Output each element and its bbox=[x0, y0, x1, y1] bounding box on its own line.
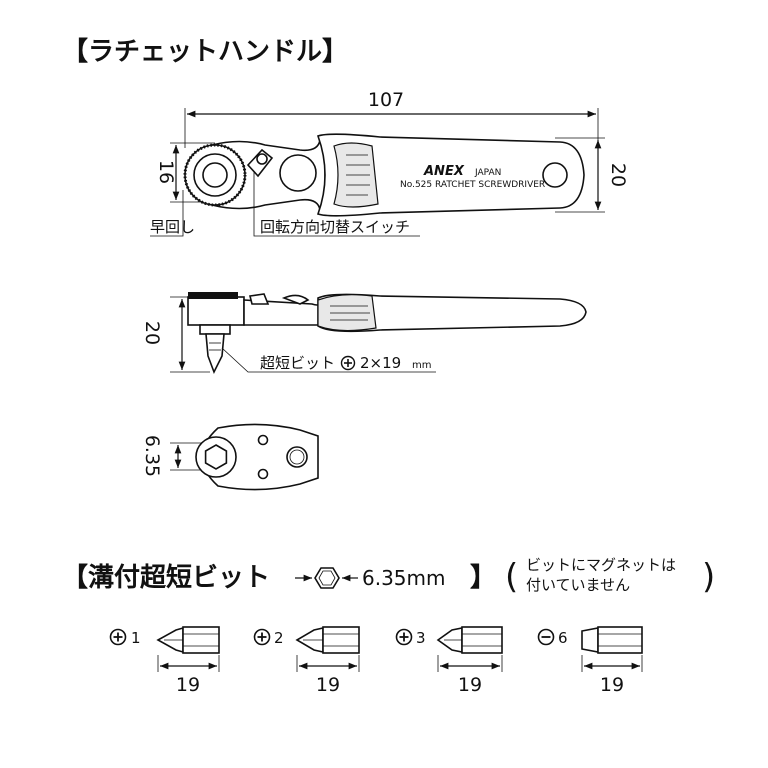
bit-length: 19 bbox=[458, 674, 482, 696]
bit-spec: 2×19 bbox=[360, 354, 401, 372]
phillips-plus-icon bbox=[109, 628, 127, 646]
phillips-plus-icon bbox=[340, 355, 356, 371]
brand-name: ANEX bbox=[423, 164, 465, 179]
length-dimension-value: 107 bbox=[368, 89, 404, 111]
label-short-bit: 超短ビット bbox=[260, 354, 335, 372]
side-view: 20 超短ビット 2×19 mm bbox=[141, 292, 587, 374]
label-quick-turn: 早回し bbox=[150, 218, 195, 236]
label-direction-switch: 回転方向切替スイッチ bbox=[260, 218, 410, 236]
origin-text: JAPAN bbox=[474, 168, 501, 178]
bit-label: 1 bbox=[131, 629, 141, 647]
bit-label: 6 bbox=[558, 629, 568, 647]
bit-length: 19 bbox=[176, 674, 200, 696]
bit-label: 3 bbox=[416, 629, 426, 647]
note-close-paren: ) bbox=[702, 557, 715, 597]
section-title-close-bracket: 】 bbox=[470, 563, 496, 593]
bit-shank bbox=[597, 626, 643, 654]
bit-shank bbox=[461, 626, 503, 654]
bottom-view: 6.35 bbox=[141, 423, 319, 491]
side-bit-holder bbox=[199, 324, 231, 335]
bit-slotted-6: 6 19 bbox=[537, 626, 643, 696]
bits-section: 【溝付超短ビット 6.35mm 】 ( ビットにマグネットは 付いていません )… bbox=[62, 556, 715, 696]
bit-tip bbox=[581, 627, 599, 653]
head-width-dimension-value: 16 bbox=[155, 160, 177, 184]
phillips-plus-icon bbox=[253, 628, 271, 646]
socket-dimension-value: 6.35 bbox=[141, 435, 163, 477]
model-text: No.525 RATCHET SCREWDRIVER bbox=[400, 180, 545, 190]
phillips-plus-icon bbox=[395, 628, 413, 646]
bit-shank bbox=[182, 626, 220, 654]
slotted-minus-icon bbox=[537, 628, 555, 646]
handle-width-dimension-value: 20 bbox=[607, 163, 629, 187]
note-line-2: 付いていません bbox=[526, 576, 630, 594]
bit-phillips-2: 2 19 bbox=[253, 626, 360, 696]
bit-phillips-1: 1 19 bbox=[109, 626, 220, 696]
bit-length: 19 bbox=[600, 674, 624, 696]
section-title-ratchet-handle: 【ラチェットハンドル】 bbox=[62, 37, 348, 67]
hex-socket bbox=[202, 162, 228, 188]
top-view: 107 16 20 ANEX JAPA bbox=[150, 89, 629, 237]
side-bit bbox=[205, 333, 225, 374]
bit-length: 19 bbox=[316, 674, 340, 696]
bit-spec-unit: mm bbox=[412, 360, 431, 371]
hex-size-value: 6.35mm bbox=[362, 566, 446, 590]
hex-shank-icon bbox=[314, 567, 340, 589]
side-head bbox=[187, 296, 245, 326]
bit-label: 2 bbox=[274, 629, 284, 647]
side-height-dimension-value: 20 bbox=[141, 321, 163, 345]
note-line-1: ビットにマグネットは bbox=[526, 556, 676, 574]
handle-end-hole bbox=[542, 162, 568, 188]
note-open-paren: ( bbox=[505, 557, 518, 597]
bottom-hex-socket bbox=[204, 444, 228, 470]
side-gear-teeth bbox=[188, 292, 238, 299]
storage-hole bbox=[279, 154, 317, 192]
handle-body bbox=[316, 133, 585, 217]
bit-phillips-3: 3 19 bbox=[395, 626, 503, 696]
section-title-bits: 【溝付超短ビット bbox=[62, 563, 270, 593]
bit-shank bbox=[322, 626, 360, 654]
